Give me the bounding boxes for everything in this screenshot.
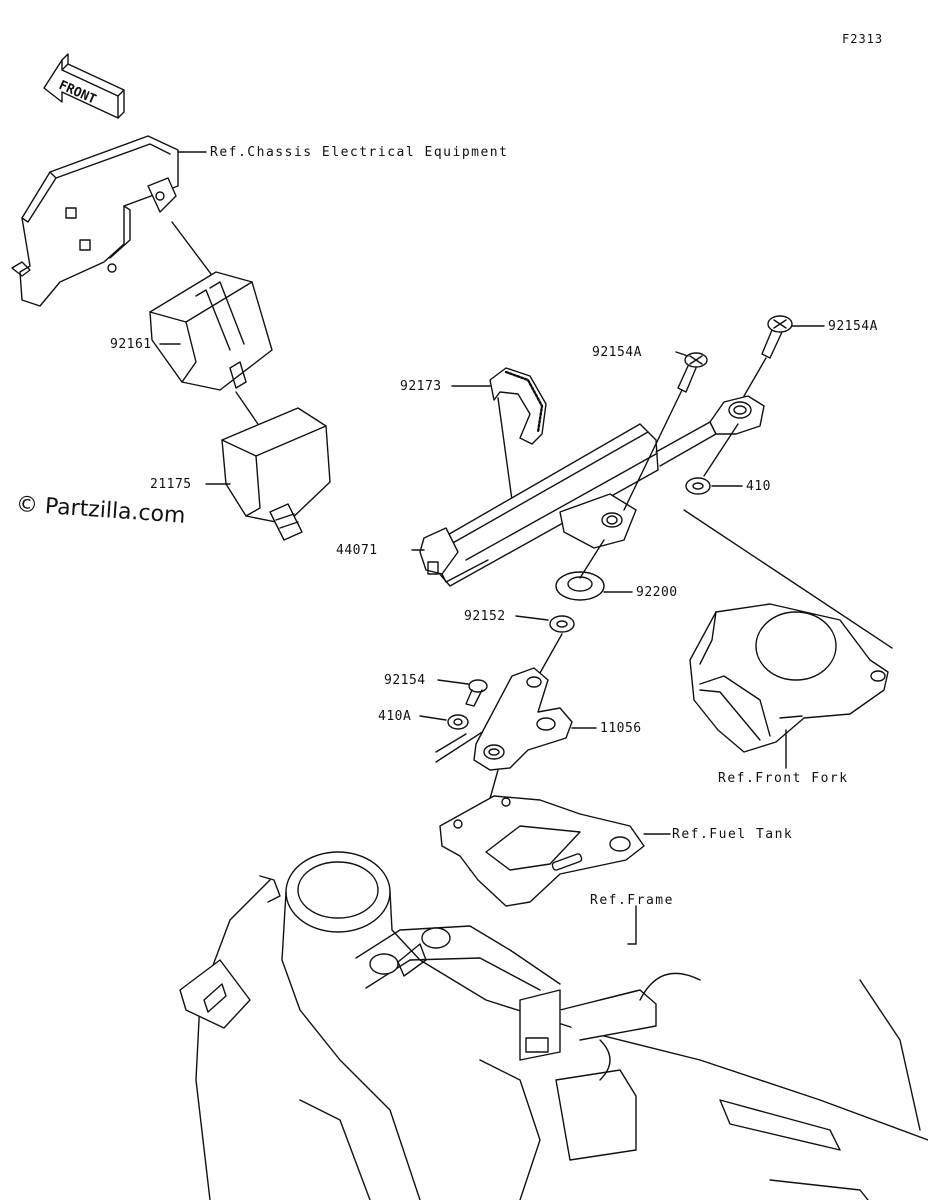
fuel-tank-bracket <box>439 795 645 907</box>
ref-fuel-tank[interactable]: Ref.Fuel Tank <box>672 827 794 842</box>
ref-front-fork[interactable]: Ref.Front Fork <box>718 771 849 786</box>
part-92154A-bolt-right <box>761 315 793 359</box>
ref-frame[interactable]: Ref.Frame <box>590 893 674 908</box>
callout-410A[interactable]: 410A <box>378 709 412 724</box>
callout-92200[interactable]: 92200 <box>636 585 678 600</box>
callout-92152[interactable]: 92152 <box>464 609 506 624</box>
callout-21175[interactable]: 21175 <box>150 477 192 492</box>
front-fork-triple-clamp <box>689 603 889 753</box>
callout-92154A-right[interactable]: 92154A <box>828 319 878 334</box>
diagram-id: F2313 <box>842 32 884 46</box>
part-92200-spacer <box>555 571 605 601</box>
part-92154A-bolt-left <box>677 352 708 393</box>
part-92152-collar <box>549 615 575 633</box>
callout-92154[interactable]: 92154 <box>384 673 426 688</box>
part-11056-bracket <box>473 667 573 771</box>
part-92161-relay-holder <box>149 271 273 391</box>
chassis-bracket <box>11 135 179 307</box>
callout-92154A-left[interactable]: 92154A <box>592 345 642 360</box>
ref-chassis-electrical-equipment[interactable]: Ref.Chassis Electrical Equipment <box>210 145 509 160</box>
part-92173-clamp <box>489 367 547 445</box>
part-92154-bolt <box>465 679 488 707</box>
front-arrow-icon: FRONT <box>43 53 125 119</box>
callout-92173[interactable]: 92173 <box>400 379 442 394</box>
part-44071-steering-damper <box>419 395 765 587</box>
callout-92161[interactable]: 92161 <box>110 337 152 352</box>
motorcycle-frame <box>179 851 928 1200</box>
part-410A-washer <box>447 714 469 730</box>
part-410-washer <box>685 477 711 495</box>
part-21175-relay <box>221 407 331 541</box>
callout-410[interactable]: 410 <box>746 479 771 494</box>
callout-44071[interactable]: 44071 <box>336 543 378 558</box>
callout-11056[interactable]: 11056 <box>600 721 642 736</box>
